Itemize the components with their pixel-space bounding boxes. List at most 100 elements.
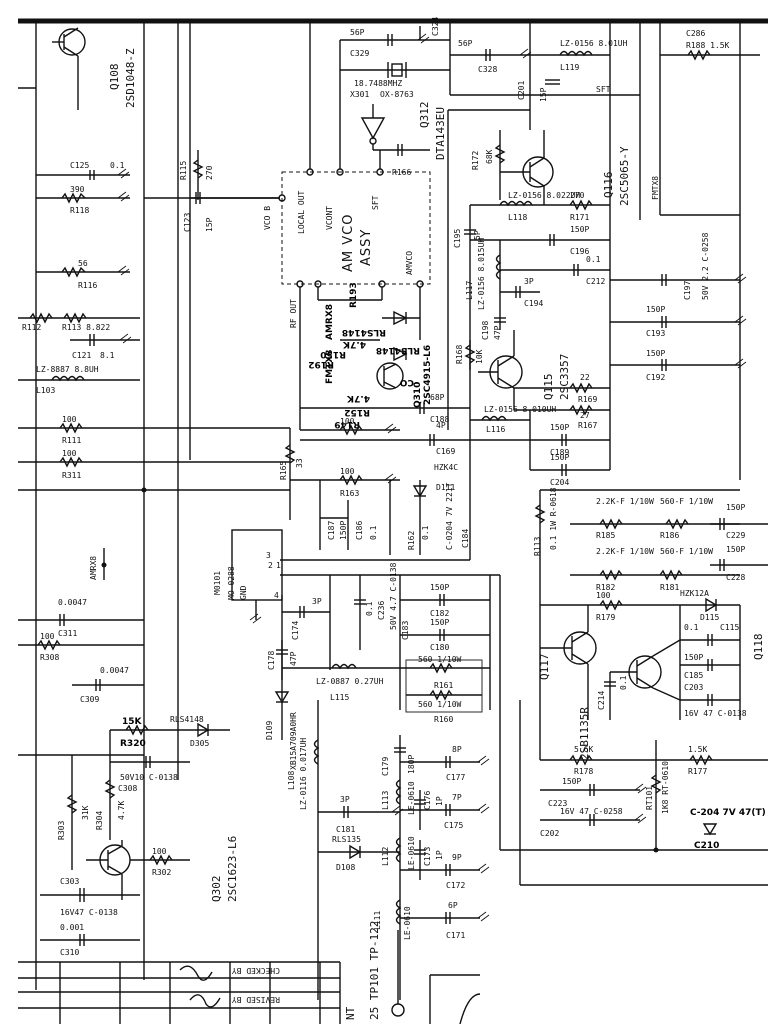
- svg-text:D305: D305: [190, 739, 209, 748]
- svg-text:8.1: 8.1: [100, 351, 115, 360]
- svg-text:15K: 15K: [122, 717, 143, 727]
- svg-text:R302: R302: [152, 868, 171, 877]
- svg-text:C171: C171: [446, 931, 465, 940]
- svg-text:C197: C197: [683, 281, 692, 300]
- svg-text:C187: C187: [327, 521, 336, 540]
- svg-text:0.001: 0.001: [60, 923, 84, 932]
- svg-text:X301: X301: [350, 90, 369, 99]
- svg-text:6P: 6P: [448, 901, 458, 910]
- svg-text:560-F 1/10W: 560-F 1/10W: [660, 547, 713, 556]
- svg-text:4: 4: [274, 591, 279, 600]
- svg-text:C193: C193: [646, 329, 665, 338]
- parts-r320-d305: 15K R320 RLS4148 D305 50V10 C-0138 C308: [110, 715, 230, 793]
- svg-text:56P: 56P: [350, 28, 365, 37]
- svg-text:50V 2.2 C-0258: 50V 2.2 C-0258: [701, 232, 710, 300]
- svg-text:2SC5065-Y: 2SC5065-Y: [618, 146, 631, 206]
- svg-text:R115: R115: [179, 161, 188, 180]
- svg-text:R118: R118: [70, 206, 89, 215]
- amrx8-label: AMRX8: [89, 548, 107, 580]
- svg-text:R152: R152: [344, 407, 370, 417]
- handwritten-mods: RLS4148 R193 RLS4148 4.7K R150 R192 AMRX…: [308, 282, 433, 429]
- svg-text:150P: 150P: [646, 305, 665, 314]
- svg-text:4.7K: 4.7K: [346, 393, 370, 403]
- transistor-q117: Q117 2SB1135R: [538, 605, 597, 760]
- svg-text:150P: 150P: [430, 618, 449, 627]
- vco-title-1: AM VCO: [341, 214, 356, 272]
- svg-text:4.7K: 4.7K: [342, 339, 366, 349]
- svg-text:C176: C176: [423, 791, 432, 810]
- svg-text:C188: C188: [430, 415, 449, 424]
- svg-text:R169: R169: [578, 395, 597, 404]
- parts-l117-c198: LZ-0156 8.015UH L117 3P C194 C198 47P: [465, 238, 543, 340]
- svg-text:2SC1623-L6: 2SC1623-L6: [226, 836, 239, 902]
- svg-text:150P: 150P: [550, 423, 569, 432]
- svg-text:16V 47 C-0258: 16V 47 C-0258: [560, 807, 623, 816]
- svg-text:100: 100: [152, 847, 167, 856]
- svg-text:AMRX8: AMRX8: [325, 304, 335, 340]
- svg-text:L116: L116: [486, 425, 505, 434]
- svg-text:LZ-0156 8.01UH: LZ-0156 8.01UH: [560, 39, 628, 48]
- svg-text:0.1: 0.1: [421, 525, 430, 540]
- svg-text:1K8 RT-0610: 1K8 RT-0610: [661, 761, 670, 814]
- svg-text:180P: 180P: [407, 755, 416, 774]
- svg-text:LZ-8887 8.8UH: LZ-8887 8.8UH: [36, 365, 99, 374]
- svg-text:C203: C203: [684, 683, 703, 692]
- title-block: CHECKED BY REVISED BY NT 25 TP101 TP-122: [18, 921, 481, 1024]
- svg-text:LZ-0156 8.015UH: LZ-0156 8.015UH: [477, 238, 486, 310]
- parts-right-resistors: R113 0.1 1W R-0618 2.2K-F 1/10W R185 560…: [533, 487, 768, 592]
- svg-text:0.1: 0.1: [365, 601, 374, 616]
- svg-text:VCONT: VCONT: [325, 206, 334, 230]
- svg-text:C201: C201: [517, 81, 526, 100]
- q108-part: 2SD1048-Z: [124, 48, 137, 108]
- buffer-q312: R166 Q312 DTA143EU: [360, 102, 447, 177]
- svg-text:R308: R308: [40, 653, 59, 662]
- svg-text:3: 3: [266, 551, 271, 560]
- svg-text:68K: 68K: [485, 149, 494, 164]
- svg-text:R192: R192: [308, 359, 334, 369]
- svg-text:0.1: 0.1: [684, 623, 699, 632]
- transistor-q115: Q115 2SC3357 R168 10K: [455, 330, 571, 410]
- svg-text:Q116: Q116: [602, 172, 615, 199]
- svg-text:R177: R177: [688, 767, 707, 776]
- svg-text:C177: C177: [446, 773, 465, 782]
- svg-text:150P: 150P: [570, 225, 589, 234]
- svg-text:C192: C192: [646, 373, 665, 382]
- svg-text:LE-0610: LE-0610: [403, 906, 412, 940]
- svg-text:R149: R149: [334, 419, 360, 429]
- svg-text:2: 2: [268, 561, 273, 570]
- svg-text:150P: 150P: [550, 453, 569, 462]
- svg-text:C182: C182: [430, 609, 449, 618]
- svg-text:C308: C308: [118, 784, 137, 793]
- svg-text:50V10 C-0138: 50V10 C-0138: [120, 773, 178, 782]
- svg-text:C328: C328: [478, 65, 497, 74]
- svg-text:R179: R179: [596, 613, 615, 622]
- parts-left-r111: 100 R111 100 R311: [18, 415, 290, 480]
- svg-text:0.1 1W R-0618: 0.1 1W R-0618: [549, 487, 558, 550]
- svg-text:R111: R111: [62, 436, 81, 445]
- svg-text:0.1: 0.1: [110, 161, 125, 170]
- svg-text:R303: R303: [57, 821, 66, 840]
- parts-upper-caps: C195 5P 150P C196 0.1 C212 C197 50V 2.2 …: [453, 205, 740, 470]
- svg-text:C184: C184: [461, 529, 470, 548]
- svg-text:D115: D115: [700, 613, 719, 622]
- svg-text:27: 27: [580, 411, 590, 420]
- svg-text:C286: C286: [686, 29, 705, 38]
- svg-text:R160: R160: [434, 715, 453, 724]
- svg-text:270: 270: [205, 165, 214, 180]
- svg-text:2.2K-F 1/10W: 2.2K-F 1/10W: [596, 547, 654, 556]
- svg-text:47P: 47P: [493, 325, 502, 340]
- parts-center-lower: 3P C174 C178 47P 0.1 C236 50V 4.7 C-0138…: [267, 562, 491, 710]
- transistor-q108: Q108 2SD1048-Z: [52, 27, 137, 110]
- svg-text:Q312: Q312: [418, 102, 431, 129]
- svg-text:C210: C210: [694, 841, 719, 851]
- parts-left-mid: R112 R113 8.822 C121 8.1 LZ-8887 8.8UH L…: [18, 312, 140, 395]
- parts-le0610-stack: L108 LZ-0116 0.017UH C179 180P 8P C177 L…: [287, 700, 480, 1000]
- svg-text:C202: C202: [540, 829, 559, 838]
- svg-text:R320: R320: [120, 739, 146, 749]
- svg-text:3P: 3P: [524, 277, 534, 286]
- svg-text:100: 100: [40, 632, 55, 641]
- svg-text:L119: L119: [560, 63, 579, 72]
- svg-text:C196: C196: [570, 247, 589, 256]
- svg-text:XB15A709A0HR: XB15A709A0HR: [289, 712, 298, 770]
